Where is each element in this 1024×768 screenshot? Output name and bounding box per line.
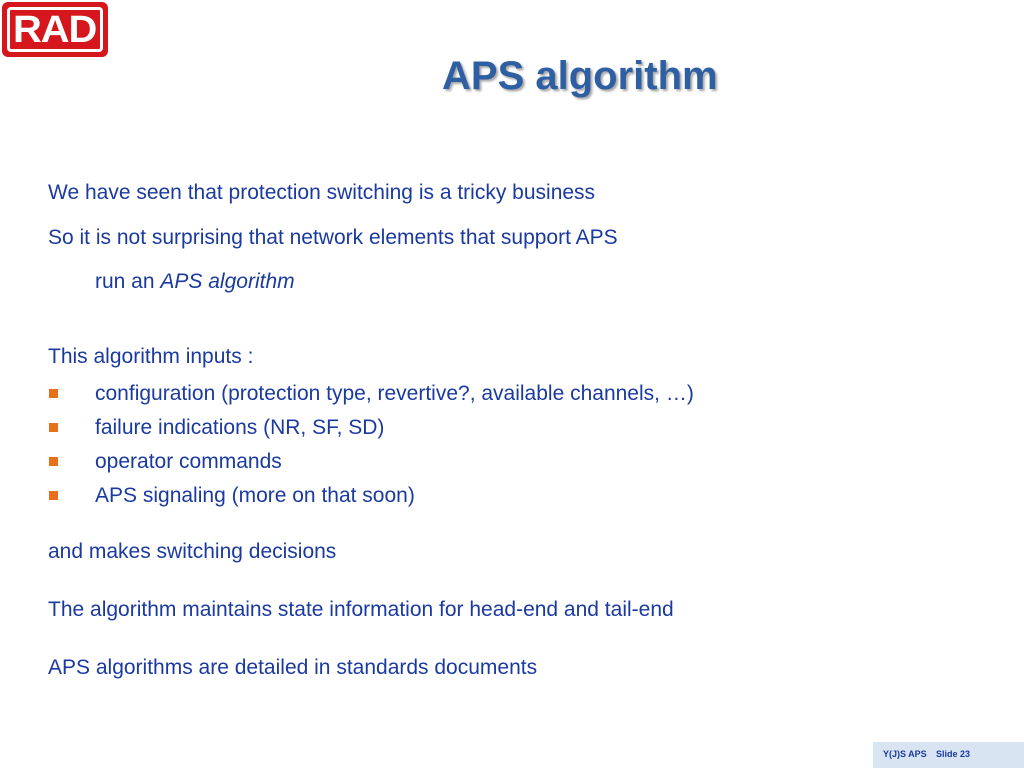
paragraph-switching-decisions: and makes switching decisions xyxy=(48,540,337,563)
run-an-text: run an xyxy=(95,270,161,293)
paragraph-run-algorithm: run an APS algorithm xyxy=(95,271,295,292)
bullet-item-configuration: configuration (protection type, revertiv… xyxy=(95,382,694,405)
bullet-marker-icon xyxy=(49,423,58,432)
paragraph-network-elements: So it is not surprising that network ele… xyxy=(48,226,618,249)
footer-doc-title: Y(J)S APS xyxy=(883,749,927,759)
slide-title: APS algorithm xyxy=(442,54,718,98)
rad-logo-text: RAD xyxy=(13,8,97,51)
paragraph-state-information: The algorithm maintains state informatio… xyxy=(48,598,674,621)
rad-logo: RAD xyxy=(2,2,108,57)
footer-bar xyxy=(873,742,1024,768)
inputs-heading: This algorithm inputs : xyxy=(48,345,254,368)
bullet-marker-icon xyxy=(49,491,58,500)
footer-slide-number: Slide 23 xyxy=(936,749,971,759)
aps-algorithm-italic: APS algorithm xyxy=(160,270,295,293)
rad-logo-border: RAD xyxy=(7,7,103,52)
bullet-marker-icon xyxy=(49,389,58,398)
paragraph-standards-documents: APS algorithms are detailed in standards… xyxy=(48,656,538,679)
bullet-item-failure-indications: failure indications (NR, SF, SD) xyxy=(95,416,385,439)
bullet-item-operator-commands: operator commands xyxy=(95,450,282,473)
paragraph-tricky-business: We have seen that protection switching i… xyxy=(48,181,596,204)
bullet-marker-icon xyxy=(49,457,58,466)
bullet-item-aps-signaling: APS signaling (more on that soon) xyxy=(95,484,415,507)
